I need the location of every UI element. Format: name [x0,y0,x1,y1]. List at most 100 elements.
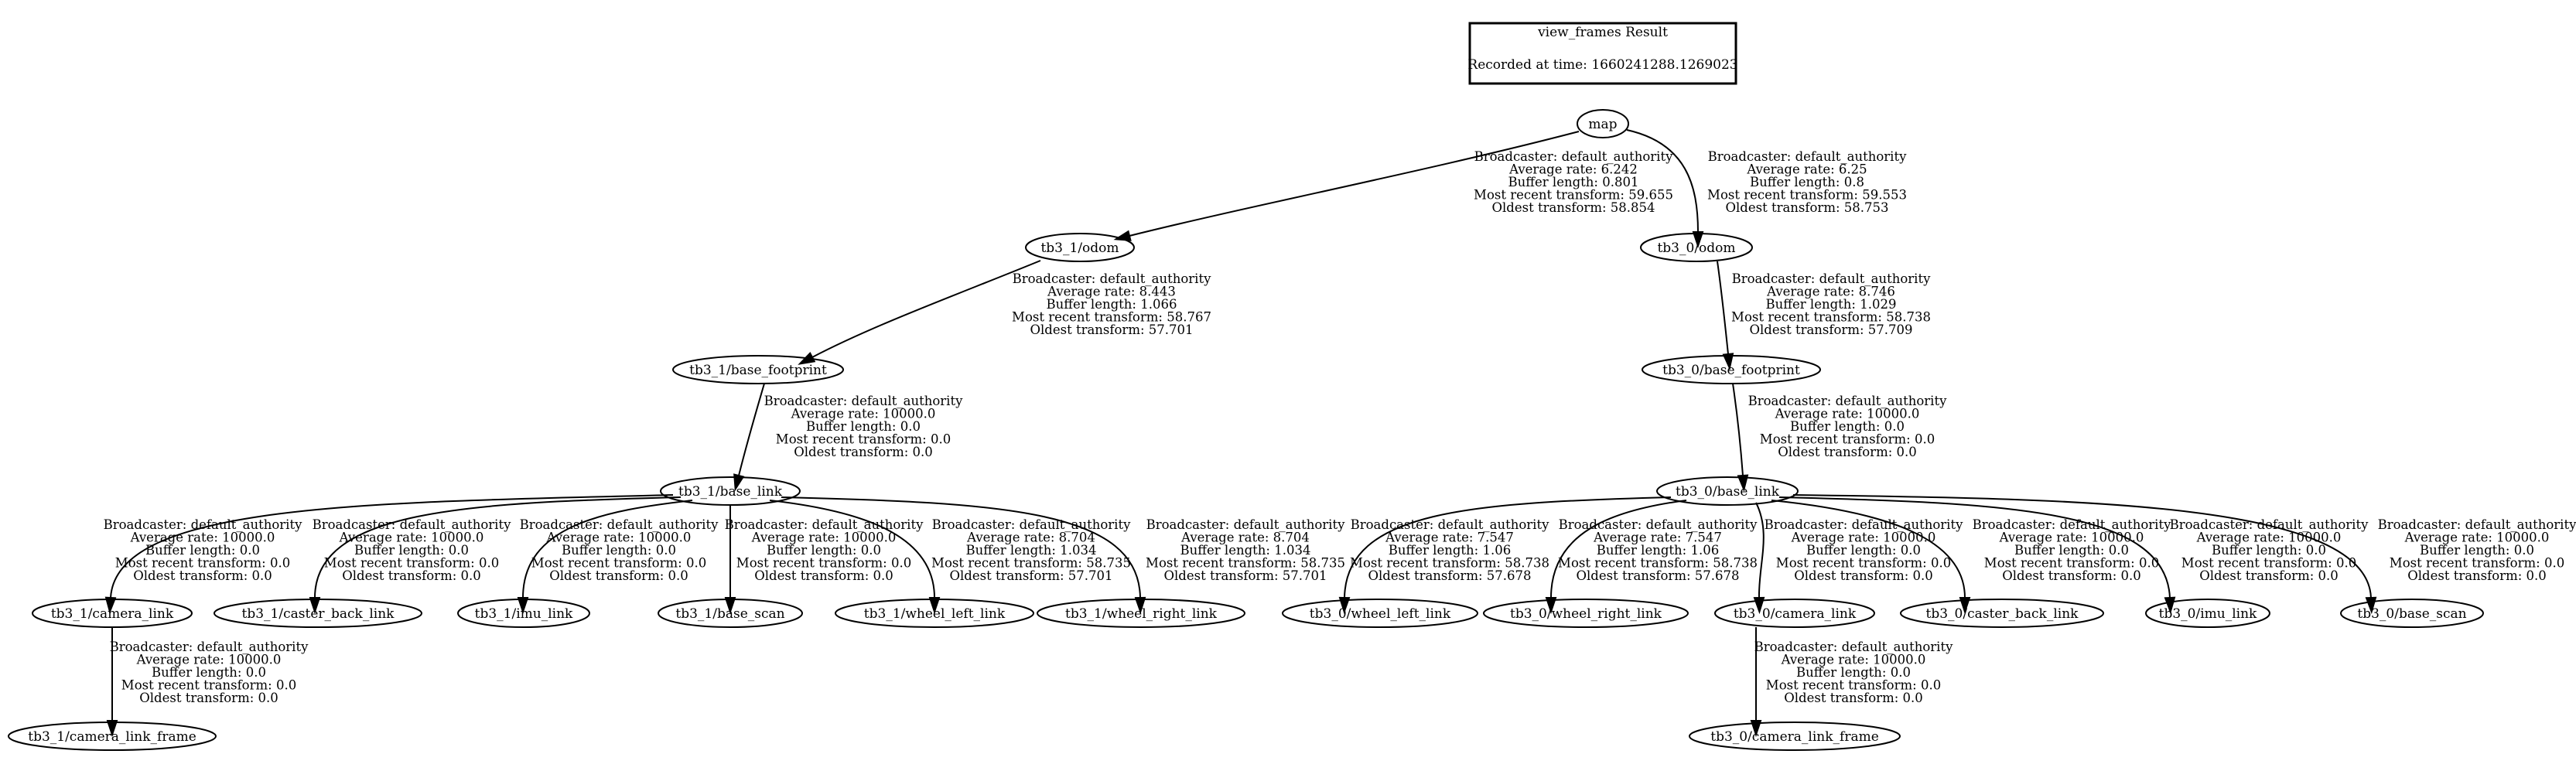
frame-node-tb3_0_base_link: tb3_0/base_link [1656,476,1799,506]
edge-arrowhead [104,596,117,615]
edge-label-line: Oldest transform: 0.0 [2002,568,2141,583]
frame-node-label: tb3_1/caster_back_link [242,606,395,622]
frame-node-tb3_1_base_footprint: tb3_1/base_footprint [672,355,844,384]
edge-arrowhead [724,597,736,615]
frame-node-label: tb3_1/camera_link_frame [28,729,196,745]
edge-label-line: Buffer length: 0.0 [767,543,881,558]
frame-node-ellipse [1577,109,1629,138]
edge-label-line: Oldest transform: 57.701 [1030,322,1193,337]
edge-label-line: Buffer length: 1.06 [1389,543,1511,558]
edge-line [781,496,1141,599]
edge-arrowhead [1750,720,1762,738]
edge-label-line: Oldest transform: 0.0 [1794,568,1933,583]
edge-line [1771,500,1966,599]
frame-node-ellipse [1640,233,1753,262]
edge-label-line: Most recent transform: 0.0 [1776,556,1951,571]
edge-label-line: Most recent transform: 0.0 [115,556,290,571]
frame-node-tb3_0_odom: tb3_0/odom [1640,233,1753,262]
edge-label-line: Most recent transform: 58.735 [931,556,1131,571]
edge-label-line: Oldest transform: 57.678 [1368,568,1531,583]
frame-node-label: tb3_0/base_link [1676,484,1780,500]
edge-label-line: Oldest transform: 58.753 [1725,200,1888,215]
frame-node-label: tb3_0/wheel_right_link [1510,606,1662,622]
edge-label-line: Buffer length: 0.0 [562,543,676,558]
edge-label-line: Most recent transform: 0.0 [776,432,951,447]
edge-line [110,494,674,599]
edge-label-line: Oldest transform: 57.678 [1576,568,1739,583]
edge-arrowhead [1722,353,1734,371]
edge-label-line: Broadcaster: default_authority [104,517,302,532]
edge-label-line: Buffer length: 0.0 [2212,543,2326,558]
frame-node-tb3_0_wheel_right_link: tb3_0/wheel_right_link [1483,599,1689,628]
frame-node-label: tb3_1/base_footprint [689,363,827,378]
edge-label-line: Broadcaster: default_authority [764,394,963,408]
edge-line [1344,496,1672,599]
frame-node-label: tb3_1/base_link [678,484,783,500]
edge-label-line: Average rate: 10000.0 [1781,653,1926,667]
edge-label-line: Most recent transform: 0.0 [1766,678,1941,693]
edge-line [1778,496,2171,599]
frame-node-tb3_0_base_scan: tb3_0/base_scan [2340,599,2484,628]
edge-label-line: Buffer length: 0.0 [145,543,260,558]
edge-label-line: Broadcaster: default_authority [1351,517,1549,532]
edge-arrowhead [1545,597,1557,615]
edge-label-line: Buffer length: 1.06 [1597,543,1719,558]
frame-node-label: tb3_1/camera_link [51,606,174,622]
edge-label-line: Oldest transform: 57.701 [1163,568,1327,583]
frame-node-ellipse [1037,599,1245,628]
frame-node-tb3_1_camera_link: tb3_1/camera_link [32,599,193,628]
edge-label-line: Average rate: 7.547 [1385,530,1514,545]
frame-node-ellipse [8,722,217,751]
frame-node-label: tb3_0/base_scan [2357,606,2466,622]
frame-node-ellipse [658,599,803,628]
edge-label-line: Average rate: 10000.0 [130,530,275,545]
edge-label-line: Broadcaster: default_authority [313,517,511,532]
edge-arrowhead [1737,474,1749,493]
frame-node-tb3_1_base_scan: tb3_1/base_scan [658,599,803,628]
edge-label-line: Buffer length: 0.0 [806,419,921,434]
edge-label-line: Broadcaster: default_authority [1765,517,1963,532]
edge-label-line: Oldest transform: 0.0 [1784,691,1923,705]
frame-node-ellipse [1642,355,1821,384]
edge-label-line: Oldest transform: 0.0 [2407,568,2547,583]
frame-node-ellipse [457,599,590,628]
edge-label-line: Broadcaster: default_authority [110,640,309,654]
edge-label-line: Most recent transform: 0.0 [2390,556,2564,571]
edge-label-line: Buffer length: 0.0 [1796,665,1911,680]
edge-arrowhead [517,597,529,615]
edge-label-line: Average rate: 8.746 [1766,285,1895,299]
edge-label-line: Most recent transform: 58.738 [1558,556,1758,571]
edge-line [1717,261,1729,355]
edge-label-line: Oldest transform: 0.0 [754,568,893,583]
edge-label-line: Oldest transform: 0.0 [133,568,272,583]
frame-node-ellipse [214,599,422,628]
frame-node-label: tb3_0/odom [1657,241,1735,256]
edge-label-line: Broadcaster: default_authority [520,517,719,532]
edge-label-line: Broadcaster: default_authority [932,517,1131,532]
edge-label-line: Oldest transform: 57.709 [1749,322,1912,337]
edge-label-line: Average rate: 10000.0 [546,530,692,545]
edge-label-line: Buffer length: 0.0 [1806,543,1921,558]
edge-arrowhead [733,473,745,492]
edge-label-line: Average rate: 10000.0 [339,530,484,545]
edge-label-line: Average rate: 8.443 [1047,285,1176,299]
edge-label-line: Buffer length: 0.0 [152,665,266,680]
edge-label-line: Broadcaster: default_authority [1013,271,1211,286]
frame-node-label: tb3_1/wheel_left_link [864,606,1006,622]
edge-label-line: Average rate: 10000.0 [1999,530,2144,545]
edge-label-line: Oldest transform: 0.0 [794,445,933,459]
edge-label-line: Average rate: 8.704 [966,530,1095,545]
